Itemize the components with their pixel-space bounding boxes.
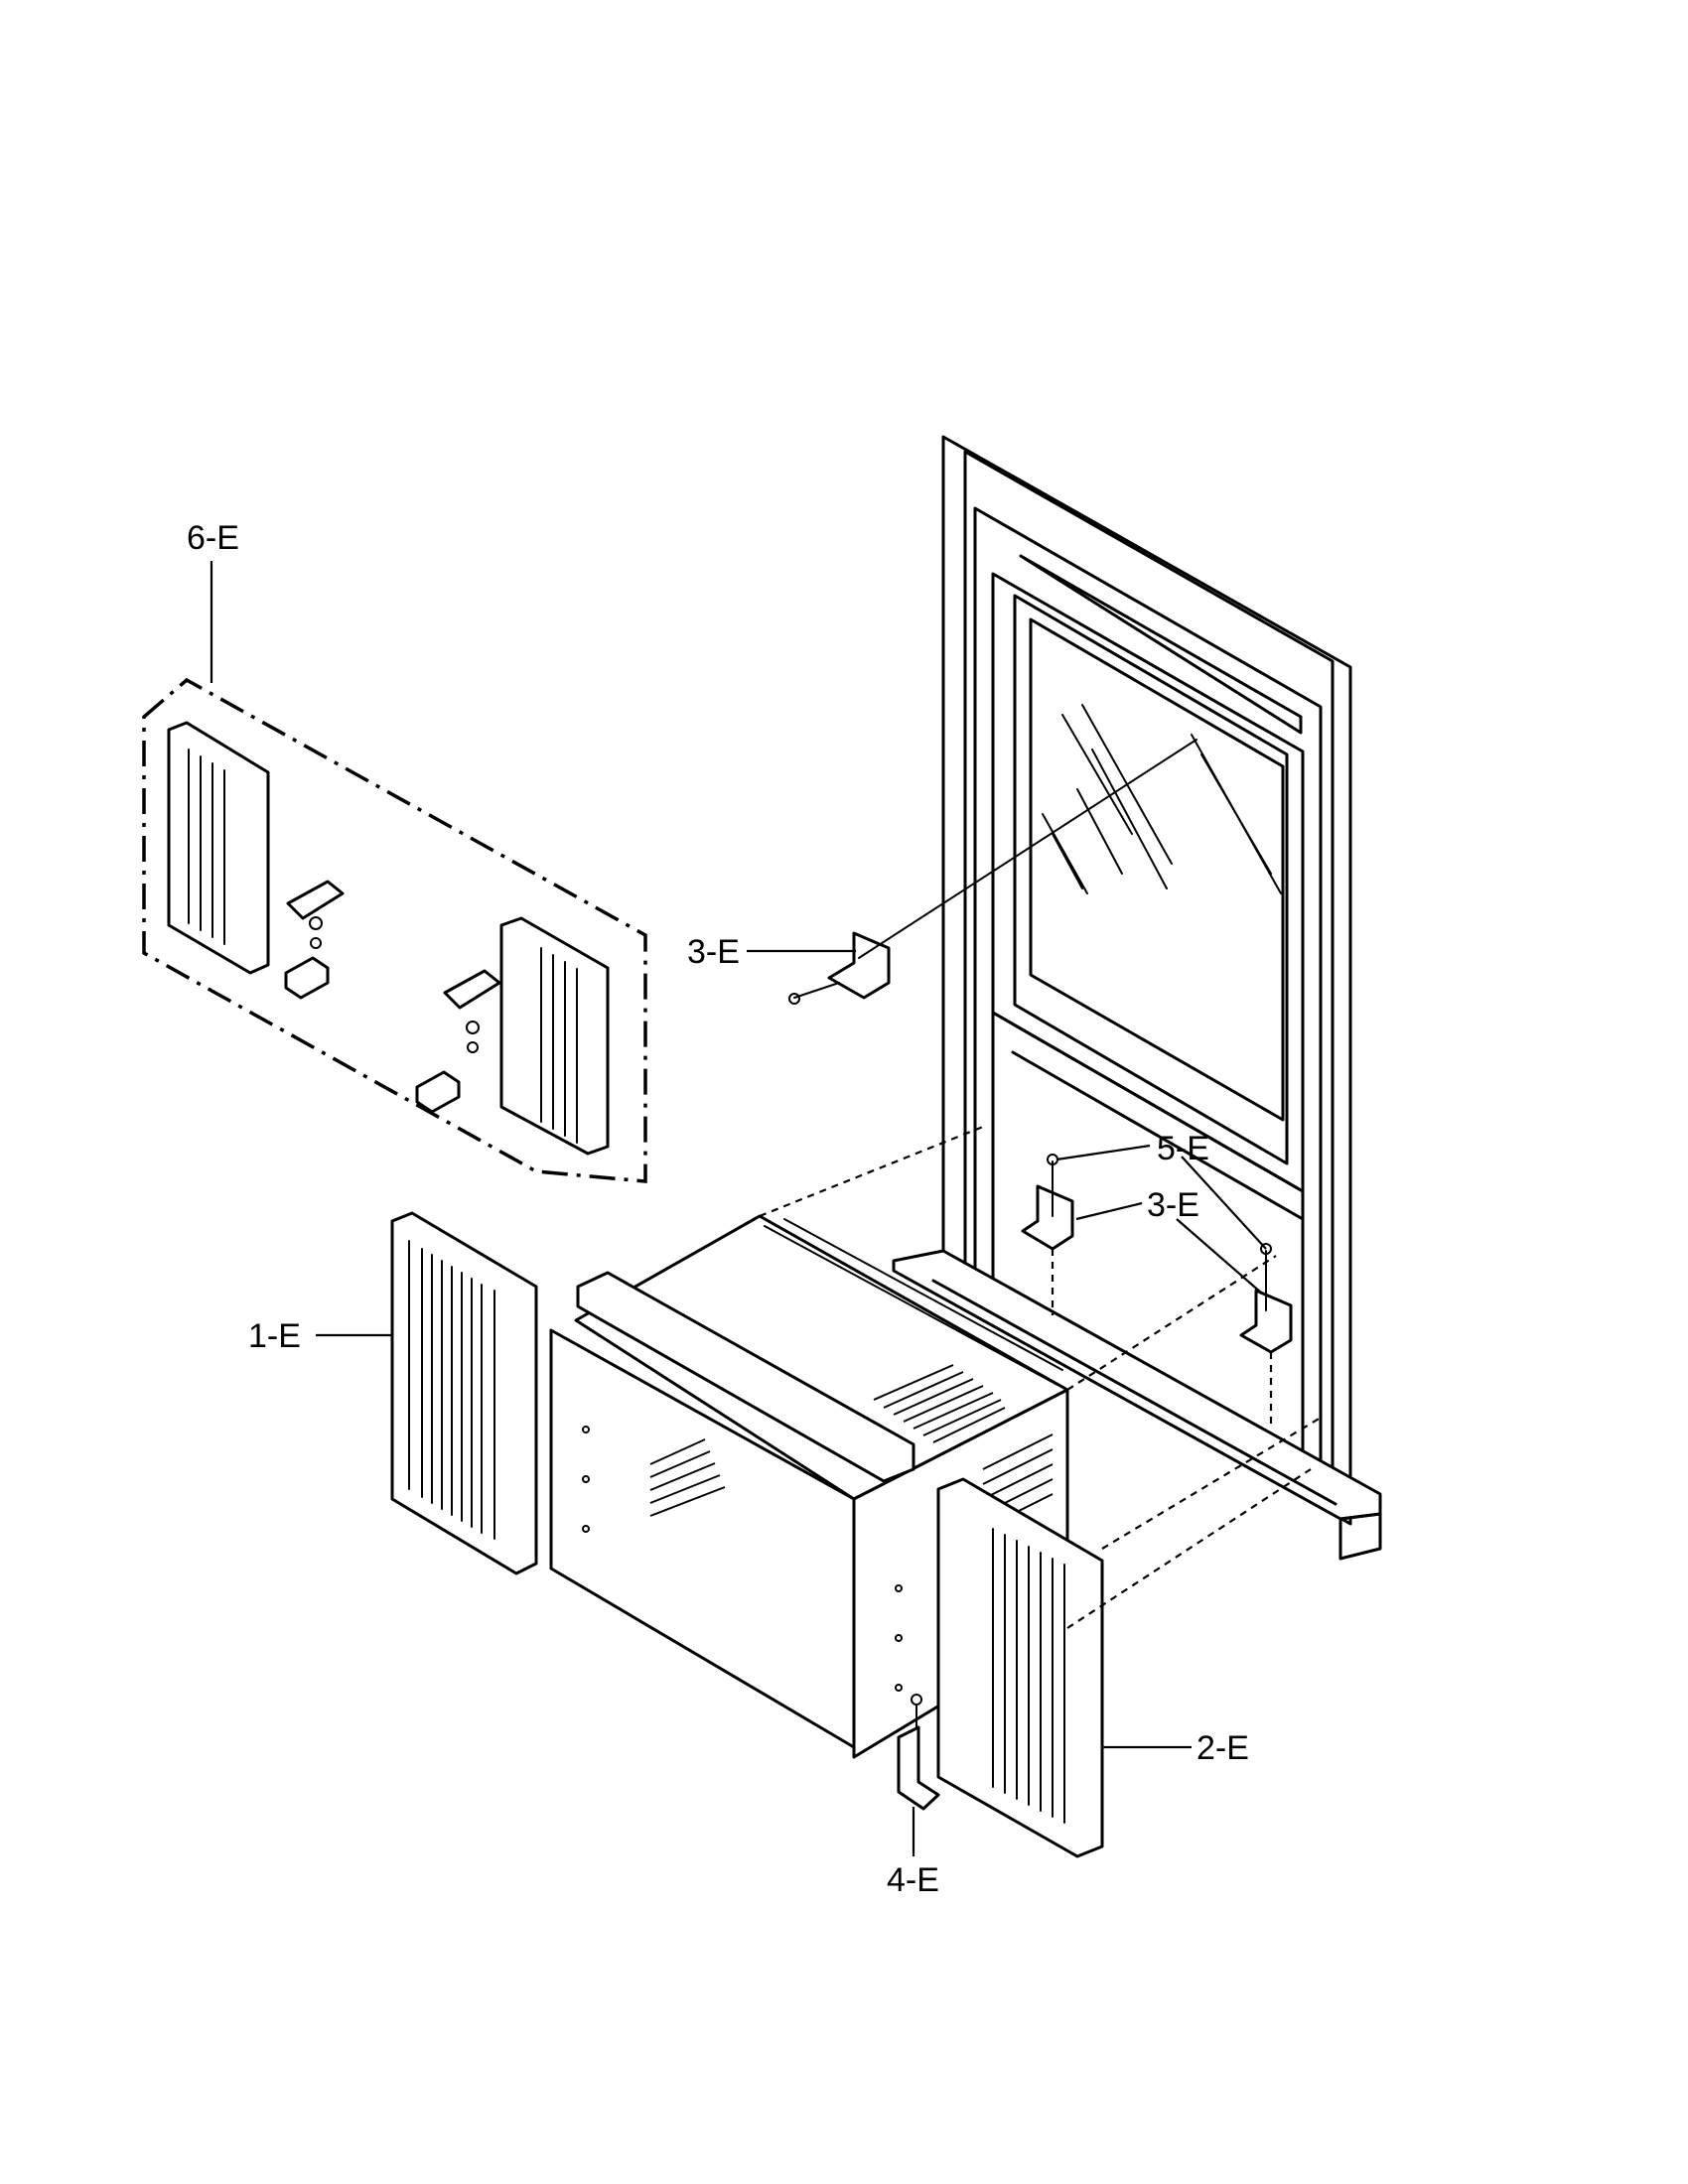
side-vent-grille [649,1438,726,1517]
part-labels: 6-E 3-E 5-E 3-E 1-E 2-E 4-E [187,519,1249,1899]
label-3e-upper: 3-E [687,933,740,971]
bottom-bracket [897,1694,940,1811]
right-side-curtain [936,1477,1104,1858]
left-side-curtain [390,1211,538,1575]
alignment-lines [759,739,1322,1629]
label-5e: 5-E [1157,1130,1209,1167]
upper-angle-bracket [788,931,891,1005]
label-2e: 2-E [1196,1729,1249,1767]
top-vent-grille [873,1364,1006,1443]
label-3e-lower: 3-E [1147,1186,1199,1224]
label-1e: 1-E [248,1317,301,1355]
leader-lines [210,561,1267,1856]
label-6e: 6-E [187,519,239,557]
label-4e: 4-E [887,1861,939,1899]
window-frame [892,435,1382,1561]
parts-kit-6e [142,677,647,1183]
